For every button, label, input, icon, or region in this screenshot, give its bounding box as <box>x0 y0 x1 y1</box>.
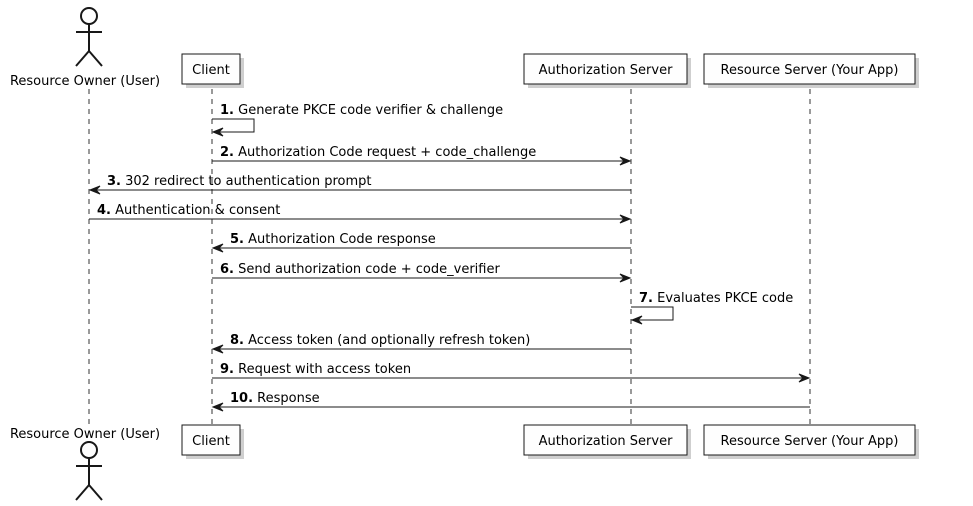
message-label: 8. Access token (and optionally refresh … <box>230 333 530 348</box>
participant-box <box>523 53 688 85</box>
participant-bottom-auth: Authorization Server <box>523 424 691 459</box>
arrowhead <box>619 214 632 224</box>
arrowhead <box>211 344 224 354</box>
message-3: 3. 302 redirect to authentication prompt <box>88 174 631 195</box>
message-label: 6. Send authorization code + code_verifi… <box>220 262 500 277</box>
arrowhead <box>211 243 224 253</box>
participant-top-auth: Authorization Server <box>523 53 691 88</box>
message-5: 5. Authorization Code response <box>211 232 631 253</box>
message-label: 4. Authentication & consent <box>97 203 280 218</box>
arrowhead <box>211 127 224 137</box>
actor-right-leg <box>88 50 103 67</box>
message-label: 2. Authorization Code request + code_cha… <box>220 145 536 160</box>
message-text: Authorization Code response <box>244 232 436 247</box>
actor-bottom-user <box>75 441 103 501</box>
actor-label-bottom: Resource Owner (User) <box>10 427 160 442</box>
message-text: Access token (and optionally refresh tok… <box>244 333 530 348</box>
message-number: 8. <box>230 333 244 348</box>
actor-left-leg <box>75 484 90 501</box>
participant-label: Authorization Server <box>539 434 673 449</box>
message-number: 2. <box>220 145 234 160</box>
message-text: Generate PKCE code verifier & challenge <box>234 103 503 118</box>
message-8: 8. Access token (and optionally refresh … <box>211 333 631 354</box>
participant-label: Resource Server (Your App) <box>721 63 899 78</box>
message-2: 2. Authorization Code request + code_cha… <box>212 145 632 166</box>
actor-label-top: Resource Owner (User) <box>10 74 160 89</box>
message-1: 1. Generate PKCE code verifier & challen… <box>211 103 503 137</box>
participant-label: Client <box>192 434 230 449</box>
actor-top-user <box>75 7 103 67</box>
participant-top-resource: Resource Server (Your App) <box>703 53 919 88</box>
message-number: 7. <box>639 291 653 306</box>
message-text: Authorization Code request + code_challe… <box>234 145 536 160</box>
message-label: 1. Generate PKCE code verifier & challen… <box>220 103 503 118</box>
participant-box <box>703 424 916 456</box>
arrowhead <box>88 185 101 195</box>
message-number: 5. <box>230 232 244 247</box>
message-label: 3. 302 redirect to authentication prompt <box>107 174 372 189</box>
participant-bottom-resource: Resource Server (Your App) <box>703 424 919 459</box>
message-text: Send authorization code + code_verifier <box>234 262 500 277</box>
message-number: 10. <box>230 391 253 406</box>
message-text: Response <box>253 391 320 406</box>
message-10: 10. Response <box>211 391 810 412</box>
message-label: 7. Evaluates PKCE code <box>639 291 793 306</box>
actor-left-leg <box>75 50 90 67</box>
arrowhead <box>630 315 643 325</box>
message-line <box>631 306 674 321</box>
participant-label: Client <box>192 63 230 78</box>
participant-top-client: Client <box>181 53 244 88</box>
message-6: 6. Send authorization code + code_verifi… <box>212 262 632 283</box>
actor-head <box>80 441 98 459</box>
message-text: Request with access token <box>234 362 411 377</box>
message-number: 9. <box>220 362 234 377</box>
message-number: 6. <box>220 262 234 277</box>
participant-label: Authorization Server <box>539 63 673 78</box>
message-text: Authentication & consent <box>111 203 280 218</box>
participant-box <box>523 424 688 456</box>
participant-box <box>181 53 241 85</box>
participant-box <box>703 53 916 85</box>
message-text: Evaluates PKCE code <box>653 291 793 306</box>
message-label: 10. Response <box>230 391 320 406</box>
participant-bottom-client: Client <box>181 424 244 459</box>
arrowhead <box>211 402 224 412</box>
message-number: 3. <box>107 174 121 189</box>
message-label: 9. Request with access token <box>220 362 411 377</box>
message-number: 1. <box>220 103 234 118</box>
arrowhead <box>619 273 632 283</box>
message-4: 4. Authentication & consent <box>89 203 632 224</box>
participant-label: Resource Server (Your App) <box>721 434 899 449</box>
message-7: 7. Evaluates PKCE code <box>630 291 793 325</box>
message-9: 9. Request with access token <box>212 362 811 383</box>
message-number: 4. <box>97 203 111 218</box>
actor-head <box>80 7 98 25</box>
actor-right-leg <box>88 484 103 501</box>
message-line <box>212 118 255 133</box>
message-label: 5. Authorization Code response <box>230 232 436 247</box>
arrowhead <box>619 156 632 166</box>
arrowhead <box>798 373 811 383</box>
message-text: 302 redirect to authentication prompt <box>121 174 372 189</box>
participant-box <box>181 424 241 456</box>
